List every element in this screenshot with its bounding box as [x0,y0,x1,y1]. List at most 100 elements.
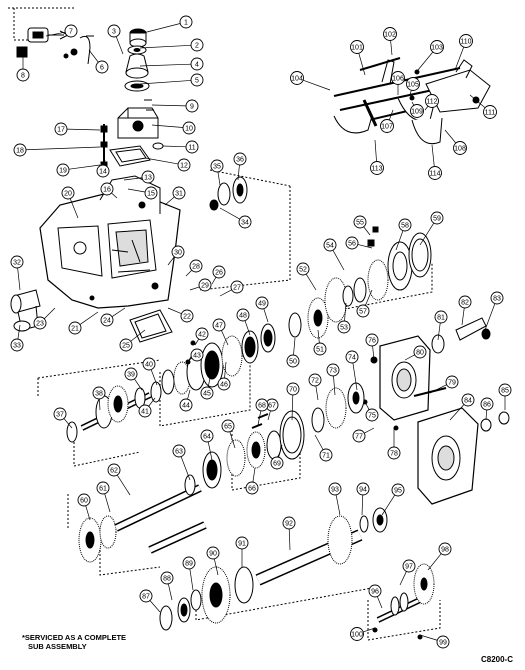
callout-55: 55 [353,215,371,236]
callout-circle [480,397,494,411]
callout-99: 99 [419,634,450,649]
callout-107: 107 [380,109,394,133]
callout-number: 67 [268,402,276,409]
callout-103: 103 [417,40,444,71]
callout-number: 64 [203,433,211,440]
callout-23: 23 [33,307,56,330]
callout-leader-line [189,568,194,591]
callout-20: 20 [61,186,79,219]
callout-22: 22 [167,307,194,323]
callout-circle [141,170,155,184]
callout-leader-line [45,31,66,37]
callout-circle [430,211,444,225]
callout-number: 105 [407,81,419,88]
callout-circle [328,482,342,496]
callout-circle [95,60,109,74]
callout-number: 80 [416,349,424,356]
callout-number: 19 [59,167,67,174]
callout-61: 61 [96,481,111,513]
callout-number: 65 [224,423,232,430]
callout-leader-line [180,456,191,481]
callout-leader-line [207,377,211,388]
callout-76: 76 [365,333,379,361]
callout-leader-line [302,79,331,91]
callout-circle [436,635,450,649]
callout-circle [255,296,269,310]
callout-10: 10 [151,121,196,135]
callout-leader-line [288,528,291,551]
callout-leader-line [63,418,73,429]
callout-leader-line [449,404,465,421]
callout-number: 9 [190,103,194,110]
callout-circle [438,542,452,556]
callout-leader-line [187,389,191,400]
callout-circle [368,584,382,598]
callout-7: 7 [45,24,78,38]
callout-47: 47 [212,318,229,346]
callout-56: 56 [345,236,373,250]
callout-number: 17 [57,126,65,133]
callout-number: 51 [316,346,324,353]
callout-circle [182,121,196,135]
callout-leader-line [374,139,377,162]
callout-59: 59 [419,211,444,246]
callout-101: 101 [350,40,366,76]
callout-number: 71 [322,452,330,459]
callout-circle [217,377,231,391]
callout-16: 16 [100,182,118,199]
callout-circle [13,143,27,157]
callout-number: 56 [348,240,356,247]
callout-circle [179,15,193,29]
callout-number: 109 [411,108,423,115]
callout-circle [212,318,226,332]
callout-circle [319,448,333,462]
callout-leader-line [189,286,200,291]
callout-39: 39 [124,367,143,391]
callout-number: 112 [426,98,437,105]
callout-number: 23 [36,320,44,327]
callout-number: 27 [233,284,241,291]
callout-leader-line [151,104,187,107]
callout-51: 51 [313,329,327,356]
callout-5: 5 [139,73,204,87]
callout-leader-line [207,441,213,461]
callout-68: 68 [255,398,269,426]
callout-leader-line [390,40,393,56]
callout-leader-line [437,322,441,341]
callout-leader-line [164,196,175,206]
callout-70: 70 [286,382,300,421]
callout-leader-line [185,357,193,363]
callout-71: 71 [314,434,333,462]
callout-6: 6 [88,49,109,74]
callout-1: 1 [142,15,193,34]
callout-18: 18 [13,143,101,157]
callout-12: 12 [144,157,191,172]
callout-circle [345,236,359,250]
callout-number: 48 [239,312,247,319]
callout-number: 4 [195,61,199,68]
callout-leader-line [404,354,415,361]
callout-circle [200,429,214,443]
callout-49: 49 [255,296,269,323]
callout-leader-line [461,307,465,326]
callout-leader-line [332,250,345,271]
callout-leader-line [17,324,21,340]
callout-circle [198,278,212,292]
callout-circle [428,166,442,180]
callout-number: 93 [331,486,339,493]
callout-circle [54,122,68,136]
callout-33: 33 [10,324,24,352]
footnote: *SERVICED AS A COMPLETE SUB ASSEMBLY [22,633,126,651]
callout-number: 74 [348,354,356,361]
callout-81: 81 [434,310,448,341]
callout-number: 24 [103,317,111,324]
callout-circle [100,313,114,327]
callout-leader-line [431,144,435,167]
callout-circle [398,218,412,232]
callout-circle [172,186,186,200]
callout-leader-line [424,105,429,111]
callout-number: 72 [311,377,319,384]
callout-number: 37 [56,411,64,418]
callout-leader-line [144,157,179,165]
callout-number: 28 [192,263,200,270]
